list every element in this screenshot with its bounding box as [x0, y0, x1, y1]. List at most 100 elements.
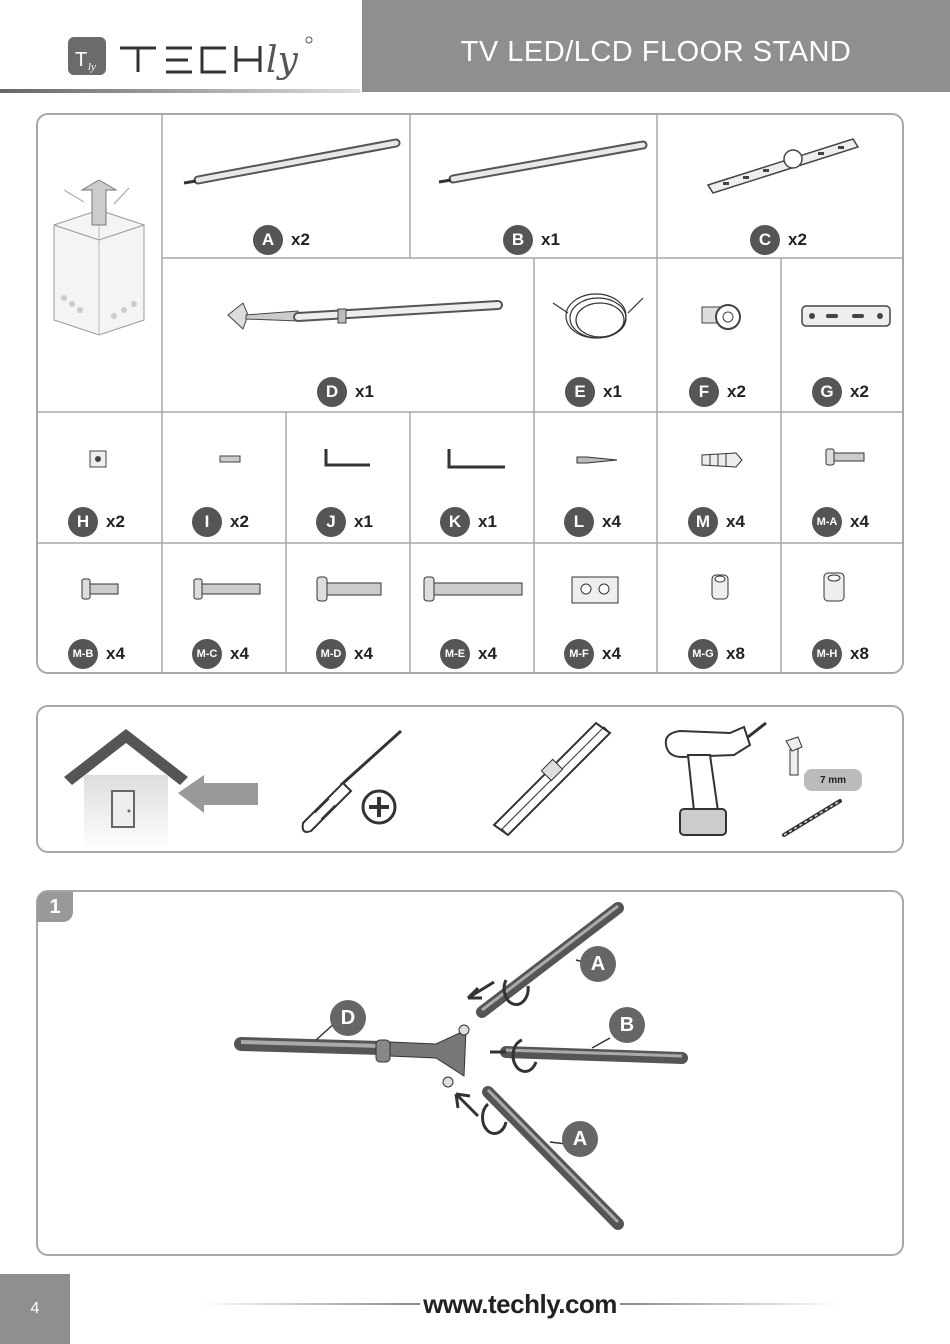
- part-id-badge: M-C: [192, 639, 222, 669]
- part-qty: x1: [603, 382, 622, 402]
- part-id-badge: M-F: [564, 639, 594, 669]
- part-mb-bolt-icon: [78, 575, 128, 605]
- spirit-level-icon: [488, 717, 618, 842]
- part-id-badge: D: [317, 377, 347, 407]
- step-1-assembly-diagram: [36, 890, 904, 1256]
- header-divider: [0, 89, 360, 93]
- part-label-md: M-D x4: [316, 639, 373, 669]
- part-qty: x4: [478, 644, 497, 664]
- part-qty: x2: [850, 382, 869, 402]
- part-mg-spacer-icon: [706, 571, 736, 607]
- part-me-bolt-icon: [420, 573, 530, 607]
- part-qty: x2: [106, 512, 125, 532]
- part-a-tube-icon: [178, 135, 408, 195]
- part-label-mc: M-C x4: [192, 639, 249, 669]
- part-id-badge: M-E: [440, 639, 470, 669]
- part-label-me: M-E x4: [440, 639, 497, 669]
- part-l-wood-screw-icon: [573, 451, 623, 471]
- part-label-ma: M-A x4: [812, 507, 869, 537]
- part-qty: x2: [230, 512, 249, 532]
- part-id-badge: M-A: [812, 507, 842, 537]
- part-qty: x4: [602, 644, 621, 664]
- part-qty: x1: [541, 230, 560, 250]
- part-qty: x2: [788, 230, 807, 250]
- part-i-screw-icon: [216, 450, 246, 470]
- phillips-screwdriver-icon: [293, 727, 413, 837]
- part-mc-bolt-icon: [190, 575, 270, 605]
- part-md-bolt-icon: [313, 573, 393, 607]
- part-qty: x1: [355, 382, 374, 402]
- drill-bit-size-label: 7 mm: [804, 769, 862, 791]
- part-id-badge: K: [440, 507, 470, 537]
- footer-rule-right: [620, 1303, 840, 1305]
- part-id-badge: G: [812, 377, 842, 407]
- part-id-badge: M-D: [316, 639, 346, 669]
- part-j-allen-key-icon: [320, 445, 380, 475]
- part-id-badge: F: [689, 377, 719, 407]
- footer-url: www.techly.com: [380, 1284, 660, 1324]
- part-qty: x4: [726, 512, 745, 532]
- part-id-badge: L: [564, 507, 594, 537]
- part-qty: x4: [230, 644, 249, 664]
- part-id-badge: J: [316, 507, 346, 537]
- part-mh-spacer-icon: [818, 571, 852, 607]
- part-label-mh: M-H x8: [812, 639, 869, 669]
- part-id-badge: A: [253, 225, 283, 255]
- part-e-cable-icon: [548, 283, 648, 353]
- part-id-badge: M-H: [812, 639, 842, 669]
- part-h-clip-icon: [84, 445, 114, 475]
- callout-b: B: [609, 1007, 645, 1043]
- part-c-bracket-icon: [698, 127, 898, 207]
- part-qty: x4: [850, 512, 869, 532]
- part-qty: x8: [850, 644, 869, 664]
- part-f-clip-icon: [698, 297, 748, 337]
- document-title: TV LED/LCD FLOOR STAND: [362, 0, 950, 92]
- part-qty: x4: [354, 644, 373, 664]
- part-qty: x2: [291, 230, 310, 250]
- part-id-badge: M-B: [68, 639, 98, 669]
- part-label-mb: M-B x4: [68, 639, 125, 669]
- part-qty: x1: [478, 512, 497, 532]
- part-mf-washer-plate-icon: [568, 573, 628, 607]
- svg-text:T: T: [75, 49, 87, 71]
- part-qty: x1: [354, 512, 373, 532]
- part-id-badge: M: [688, 507, 718, 537]
- callout-a-upper: A: [580, 946, 616, 982]
- drill-bit-icon: [778, 793, 848, 843]
- part-qty: x8: [726, 644, 745, 664]
- page-number: 4: [0, 1274, 70, 1344]
- power-drill-icon: [658, 715, 788, 845]
- part-id-badge: I: [192, 507, 222, 537]
- part-ma-bolt-icon: [822, 445, 872, 471]
- part-m-wall-plug-icon: [698, 447, 748, 473]
- techly-logo-icon: T ly ly: [0, 0, 360, 92]
- part-id-badge: C: [750, 225, 780, 255]
- part-k-allen-key-icon: [443, 445, 513, 475]
- part-label-mg: M-G x8: [688, 639, 745, 669]
- part-label-mf: M-F x4: [564, 639, 621, 669]
- part-d-column-icon: [208, 285, 508, 365]
- part-qty: x4: [106, 644, 125, 664]
- part-id-badge: M-G: [688, 639, 718, 669]
- svg-text:ly: ly: [88, 61, 96, 73]
- part-qty: x4: [602, 512, 621, 532]
- part-b-tube-icon: [433, 135, 653, 195]
- brand-logo: T ly ly: [0, 0, 360, 92]
- callout-d: D: [330, 1000, 366, 1036]
- tools-panel: 7 mm: [36, 705, 904, 853]
- package-box-icon: [44, 180, 156, 340]
- part-qty: x2: [727, 382, 746, 402]
